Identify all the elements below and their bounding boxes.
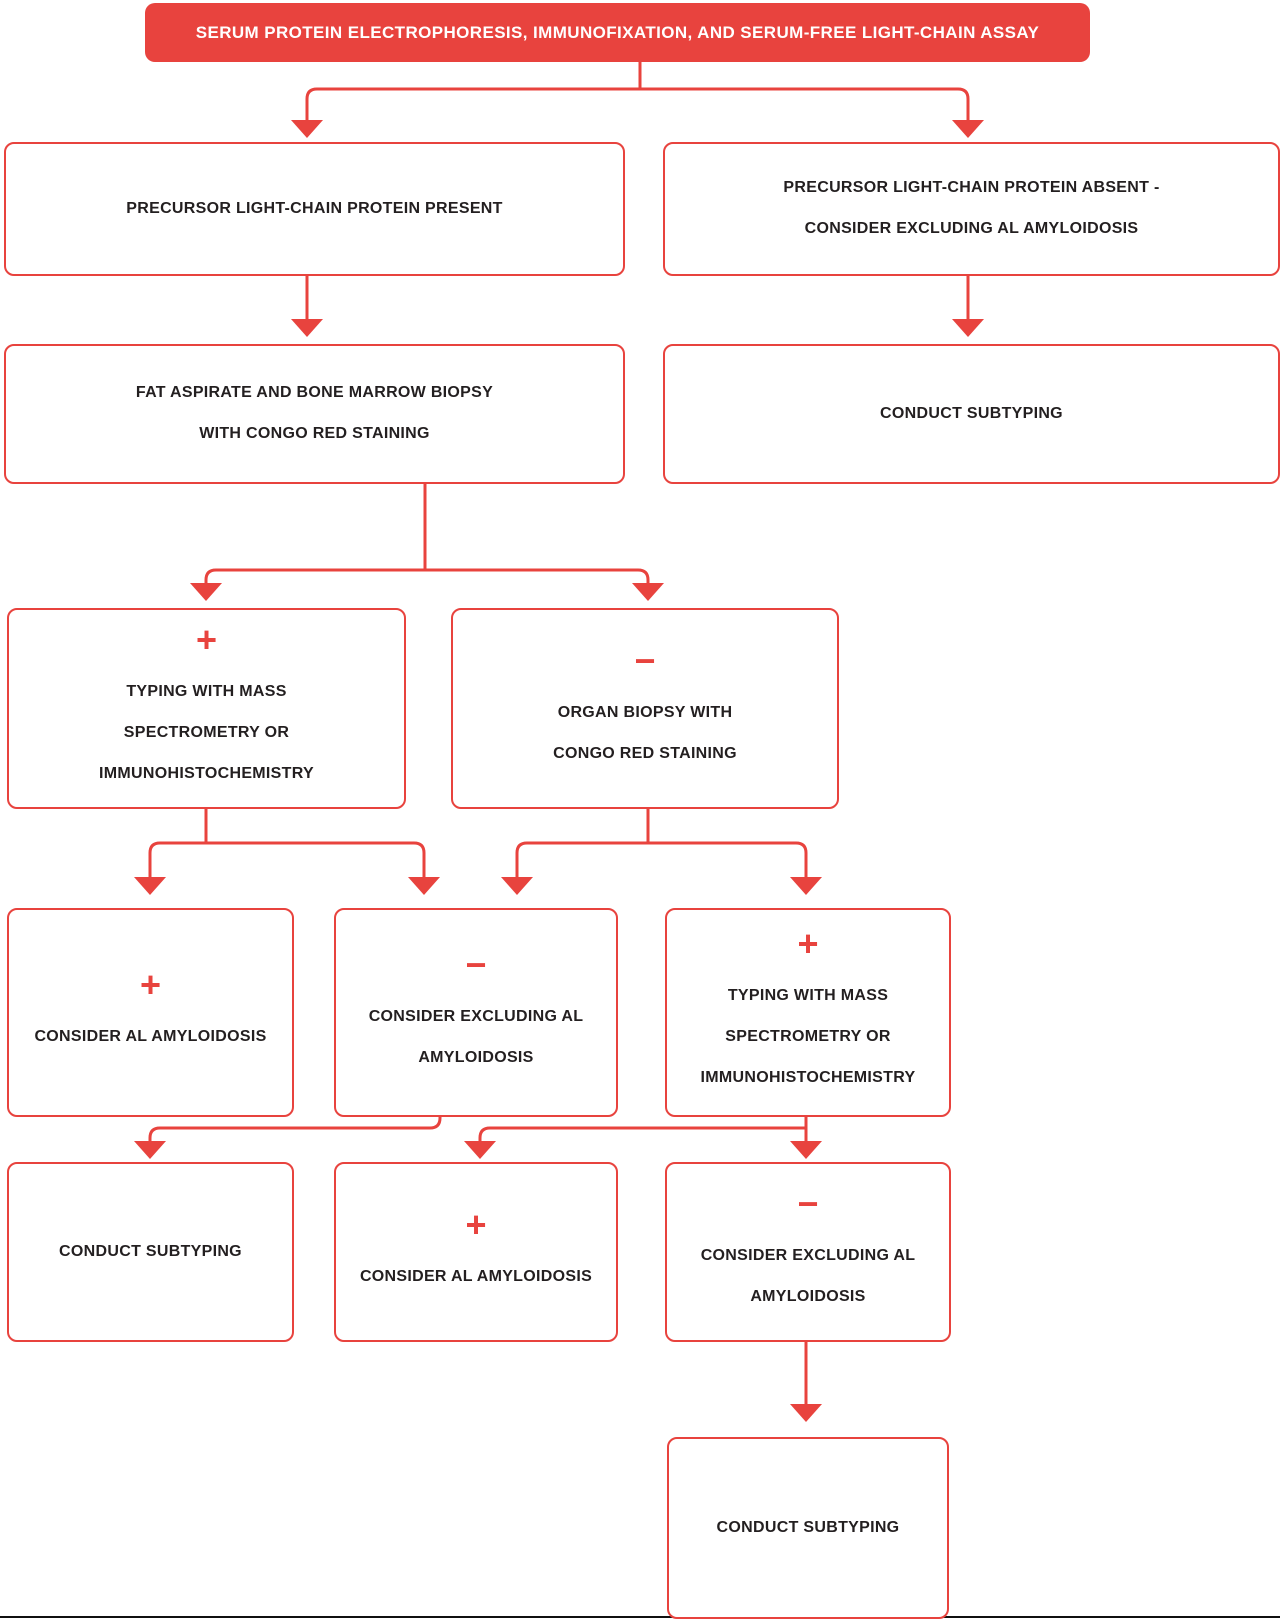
node-consider-excluding-1: − CONSIDER EXCLUDING AL AMYLOIDOSIS — [334, 908, 618, 1117]
node-text: PRECURSOR LIGHT-CHAIN PROTEIN PRESENT — [126, 189, 502, 230]
node-line: TYPING WITH MASS — [727, 987, 889, 1005]
arrowhead — [790, 877, 822, 895]
node-text: CONDUCT SUBTYPING — [880, 394, 1063, 435]
node-line: PRECURSOR LIGHT-CHAIN PROTEIN ABSENT - — [783, 179, 1160, 197]
node-text: CONSIDER AL AMYLOIDOSIS — [360, 1257, 592, 1298]
node-line: WITH CONGO RED STAINING — [199, 425, 430, 442]
plus-sign: + — [139, 964, 162, 1006]
node-text: CONSIDER AL AMYLOIDOSIS — [34, 1017, 266, 1058]
node-text: CONSIDER EXCLUDING AL AMYLOIDOSIS — [701, 1236, 916, 1318]
arrowhead — [190, 583, 222, 601]
plus-sign: + — [797, 923, 819, 965]
arrowhead — [790, 1404, 822, 1422]
arrowhead — [790, 1141, 822, 1159]
node-text: TYPING WITH MASS SPECTROMETRY OR IMMUNOH… — [99, 672, 314, 794]
node-line: TYPING WITH MASS — [126, 683, 287, 701]
node-organ-biopsy: − ORGAN BIOPSY WITH CONGO RED STAINING — [451, 608, 839, 809]
node-typing-mass-spec-2: + TYPING WITH MASS SPECTROMETRY OR IMMUN… — [665, 908, 951, 1117]
plus-sign: + — [465, 1203, 487, 1245]
arrowhead — [408, 877, 440, 895]
node-line: CONSIDER AL AMYLOIDOSIS — [34, 1028, 267, 1046]
banner-title-box: SERUM PROTEIN ELECTROPHORESIS, IMMUNOFIX… — [145, 3, 1090, 62]
node-line: CONGO RED STAINING — [553, 744, 737, 762]
node-conduct-subtyping-bottom: CONDUCT SUBTYPING — [667, 1437, 949, 1619]
connector-typing1-split — [148, 841, 426, 879]
node-line: AMYLOIDOSIS — [750, 1288, 866, 1305]
node-line: IMMUNOHISTOCHEMISTRY — [700, 1068, 916, 1086]
node-line: IMMUNOHISTOCHEMISTRY — [99, 764, 314, 782]
node-text: CONSIDER EXCLUDING AL AMYLOIDOSIS — [369, 997, 584, 1079]
node-text: ORGAN BIOPSY WITH CONGO RED STAINING — [553, 693, 737, 775]
node-typing-mass-spec-1: + TYPING WITH MASS SPECTROMETRY OR IMMUN… — [7, 608, 406, 809]
node-line: CONDUCT SUBTYPING — [716, 1518, 900, 1536]
arrowhead — [291, 319, 323, 337]
arrowhead — [134, 1141, 166, 1159]
node-consider-al-2: + CONSIDER AL AMYLOIDOSIS — [334, 1162, 618, 1342]
connector-organ-biopsy-split — [515, 841, 808, 879]
arrowhead — [632, 583, 664, 601]
bottom-divider-line — [0, 1616, 1280, 1618]
node-line: CONDUCT SUBTYPING — [880, 404, 1063, 422]
arrowhead — [291, 120, 323, 138]
arrowhead — [134, 877, 166, 895]
node-text: FAT ASPIRATE AND BONE MARROW BIOPSY WITH… — [136, 373, 493, 455]
arrowhead — [952, 120, 984, 138]
minus-sign: − — [797, 1183, 819, 1225]
node-text: TYPING WITH MASS SPECTROMETRY OR IMMUNOH… — [701, 976, 916, 1098]
node-conduct-subtyping-right: CONDUCT SUBTYPING — [663, 344, 1280, 484]
node-conduct-subtyping-left: CONDUCT SUBTYPING — [7, 1162, 294, 1342]
node-precursor-present: PRECURSOR LIGHT-CHAIN PROTEIN PRESENT — [4, 142, 625, 276]
node-line: SPECTROMETRY OR — [725, 1028, 891, 1046]
node-line: ORGAN BIOPSY WITH — [557, 703, 733, 721]
node-fat-aspirate: FAT ASPIRATE AND BONE MARROW BIOPSY WITH… — [4, 344, 625, 484]
arrowhead — [952, 319, 984, 337]
node-precursor-absent: PRECURSOR LIGHT-CHAIN PROTEIN ABSENT - C… — [663, 142, 1280, 276]
node-text: CONDUCT SUBTYPING — [717, 1508, 900, 1549]
arrowhead — [464, 1141, 496, 1159]
diagram-title: SERUM PROTEIN ELECTROPHORESIS, IMMUNOFIX… — [195, 22, 1040, 42]
node-line: CONSIDER EXCLUDING AL AMYLOIDOSIS — [804, 220, 1139, 237]
arrowhead — [501, 877, 533, 895]
connector-excluding1-to-subtyping — [148, 1113, 442, 1143]
node-line: CONDUCT SUBTYPING — [59, 1242, 242, 1260]
node-line: CONSIDER AL AMYLOIDOSIS — [359, 1267, 593, 1285]
connector-fat-aspirate-split — [204, 568, 650, 585]
node-consider-al-1: + CONSIDER AL AMYLOIDOSIS — [7, 908, 294, 1117]
node-line: SPECTROMETRY OR — [123, 724, 290, 742]
connector-banner-split — [305, 87, 970, 122]
node-line: FAT ASPIRATE AND BONE MARROW BIOPSY — [135, 384, 494, 402]
node-line: CONSIDER EXCLUDING AL — [368, 1007, 584, 1025]
minus-sign: − — [465, 943, 487, 985]
node-line: PRECURSOR LIGHT-CHAIN PROTEIN PRESENT — [126, 199, 503, 217]
node-line: CONSIDER EXCLUDING AL — [700, 1247, 916, 1265]
node-line: AMYLOIDOSIS — [418, 1048, 534, 1066]
node-text: PRECURSOR LIGHT-CHAIN PROTEIN ABSENT - C… — [783, 168, 1159, 250]
plus-sign: + — [195, 619, 218, 661]
minus-sign: − — [634, 639, 656, 681]
connector-typing2-split — [478, 1126, 806, 1143]
node-consider-excluding-2: − CONSIDER EXCLUDING AL AMYLOIDOSIS — [665, 1162, 951, 1342]
node-text: CONDUCT SUBTYPING — [59, 1232, 242, 1273]
